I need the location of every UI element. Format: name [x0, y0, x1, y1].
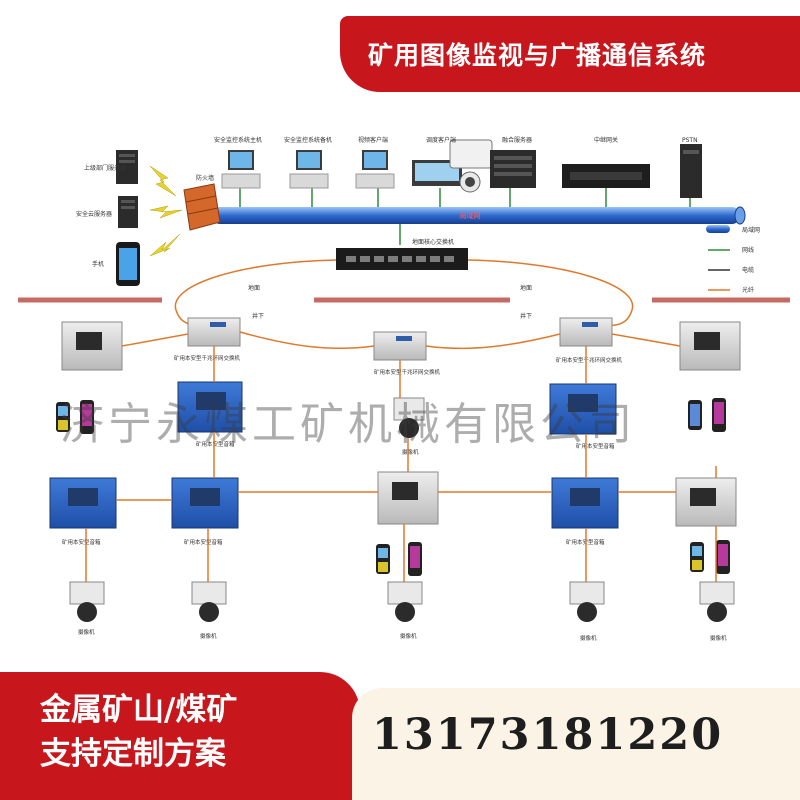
ring-switch-right: [559, 317, 613, 347]
zone-surface-right: 地面: [520, 284, 532, 292]
dispatch-client-icon: [412, 139, 493, 193]
zone-surface-left: 地面: [248, 284, 260, 292]
speaker-label-bottom-1: 矿用本安型音箱: [62, 538, 101, 546]
handheld-phones-center: [376, 542, 422, 576]
wireless-bolts: [149, 165, 183, 257]
camera-bottom-5: [699, 581, 735, 622]
core-switch-label: 地面核心交换机: [412, 238, 454, 246]
camera-bottom-4: [569, 581, 605, 622]
phone-box: 13173181220: [352, 688, 800, 800]
fiber-links: [85, 333, 717, 582]
handheld-phones-right-low: [690, 540, 730, 574]
device-drops: [239, 188, 691, 245]
promo-line-2: 支持定制方案: [40, 736, 226, 772]
ring-switch-center-label: 矿用本安型千兆环网交换机: [374, 368, 441, 376]
junction-box-top-left: [61, 321, 123, 371]
junction-box-top-right: [679, 321, 741, 371]
legend-cable: 电缆: [742, 266, 754, 274]
camera-label-bottom-4: 摄像机: [580, 634, 597, 642]
legend-lan: 局域网: [742, 226, 760, 234]
fiber-ring-a: [239, 331, 375, 350]
camera-bottom-1: [69, 581, 105, 622]
monitor-standby-icon: [289, 150, 329, 189]
camera-label-bottom-3: 摄像机: [400, 632, 417, 640]
camera-label-bottom-5: 摄像机: [710, 634, 727, 642]
handheld-phones-right: [688, 398, 726, 432]
core-switch-icon: [336, 248, 468, 270]
company-watermark: 济宁永煤工矿机械有限公司: [60, 399, 636, 450]
fiber-right: [467, 259, 634, 326]
speaker-label-top-right: 矿用本安型音箱: [576, 442, 615, 450]
promo-line-1: 金属矿山/煤矿: [40, 692, 238, 728]
speaker-box-top-left: [177, 381, 243, 433]
promo-badge: 金属矿山/煤矿 支持定制方案: [0, 672, 360, 800]
phone-number: 13173181220: [372, 710, 724, 760]
camera-mid-center: [393, 397, 425, 438]
speaker-label-top-left: 矿用本安型音箱: [196, 440, 235, 448]
dispatch-client-label: 调度客户端: [426, 136, 456, 144]
handheld-phones-left: [56, 400, 94, 434]
fusion-server-label: 融合服务器: [502, 136, 532, 144]
speaker-box-bottom-3: [551, 477, 619, 529]
monitor-standby-label: 安全监控系统备机: [284, 136, 332, 144]
pstn-icon: [680, 144, 702, 198]
relay-gateway-icon: [562, 164, 650, 188]
legend: 局域网 网线 电缆 光纤: [706, 225, 760, 294]
firewall-icon: [183, 183, 221, 231]
mobile-phone: [116, 242, 140, 286]
speaker-box-top-right: [549, 383, 617, 435]
ring-switch-center: [373, 331, 427, 361]
camera-label-mid-center: 摄像机: [402, 448, 419, 456]
lan-bar: 局域网: [212, 206, 746, 225]
camera-bottom-3: [387, 581, 423, 622]
junction-box-mid-center: [377, 471, 439, 525]
monitor-host-label: 安全监控系统主机: [214, 136, 262, 144]
pstn-label: PSTN: [682, 137, 698, 144]
title-banner: 矿用图像监视与广播通信系统: [340, 16, 800, 92]
zone-underground-right: 井下: [520, 312, 532, 320]
camera-label-bottom-2: 摄像机: [200, 632, 217, 640]
speaker-box-bottom-1: [49, 477, 117, 529]
video-client-icon: [355, 150, 395, 189]
camera-bottom-2: [191, 581, 227, 622]
fusion-server-icon: [490, 150, 536, 188]
zone-underground-left: 井下: [252, 312, 264, 320]
camera-label-bottom-1: 摄像机: [78, 628, 95, 636]
ring-switch-right-label: 矿用本安型千兆环网交换机: [556, 356, 623, 364]
lan-bar-label: 局域网: [460, 211, 481, 220]
legend-netline: 网线: [742, 246, 754, 254]
ring-switch-left: [187, 317, 241, 347]
monitor-host-icon: [221, 150, 261, 189]
page-title: 矿用图像监视与广播通信系统: [368, 41, 707, 70]
mobile-label: 手机: [92, 260, 104, 268]
upper-server-label: 上级部门服务器: [84, 164, 126, 172]
relay-gateway-label: 中继网关: [594, 136, 618, 144]
firewall-label: 防火墙: [196, 174, 214, 182]
safety-cloud-server: [118, 196, 138, 228]
speaker-box-bottom-2: [171, 477, 239, 529]
legend-fiber: 光纤: [742, 286, 754, 294]
speaker-label-bottom-2: 矿用本安型音箱: [184, 538, 223, 546]
video-client-label: 视频客户端: [358, 136, 388, 144]
safety-cloud-label: 安全云服务器: [76, 210, 112, 218]
junction-box-mid-right: [675, 477, 737, 527]
fiber-ring-b: [425, 333, 561, 350]
upper-server: [116, 150, 138, 184]
ring-switch-left-label: 矿用本安型千兆环网交换机: [174, 354, 241, 362]
